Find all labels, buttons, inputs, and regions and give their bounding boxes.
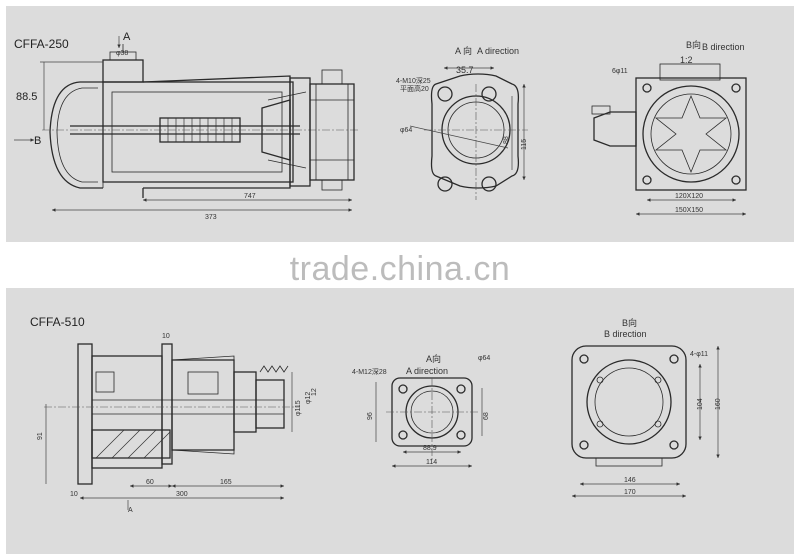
bot-dim-91: 91 <box>37 432 44 440</box>
top-a-title-en: A direction <box>477 46 519 56</box>
bot-b-title-en: B direction <box>604 329 647 339</box>
bot-b-dim-160: 160 <box>715 398 722 410</box>
top-marker-b: B <box>34 135 41 147</box>
top-dim-373: 373 <box>205 214 217 221</box>
divider-band <box>0 242 800 288</box>
top-b-dim-120: 120X120 <box>675 193 703 200</box>
bot-a-flange <box>386 377 478 460</box>
bot-a-dim-88-9: 88.9 <box>423 445 437 452</box>
top-b-face <box>591 63 747 191</box>
bot-a-dim-96: 96 <box>367 412 374 420</box>
bot-dim-165: 165 <box>220 479 232 486</box>
top-b-top-mark: 1:2 <box>680 55 693 65</box>
bot-b-title-cn: B向 <box>622 317 637 328</box>
model-title-cffa-510: CFFA-510 <box>30 315 85 329</box>
top-panel-cffa-250 <box>6 6 794 242</box>
top-a-flange <box>424 73 528 200</box>
top-b-title-cn: B向 <box>686 39 701 50</box>
top-b-dim-150: 150X150 <box>675 207 703 214</box>
top-height-label: 88.5 <box>16 91 37 103</box>
model-title-cffa-250: CFFA-250 <box>14 37 69 51</box>
bot-b-hole-note: 4-φ11 <box>690 351 708 358</box>
top-a-bolt-note: 4-M10深25 <box>396 76 431 85</box>
bot-phi-right2: φ12 <box>305 392 312 404</box>
bot-dim-300: 300 <box>176 491 188 498</box>
bot-a-dim-114: 114 <box>426 459 437 466</box>
bot-b-dim-146: 146 <box>624 477 636 484</box>
top-b-hole-note: 6φ11 <box>612 68 628 75</box>
bot-dim-60: 60 <box>146 479 154 486</box>
top-phi-38: φ38 <box>116 50 128 57</box>
top-a-dim-115: 115 <box>521 139 528 150</box>
top-dim-747: 747 <box>244 193 256 200</box>
bot-dim-10: 10 <box>162 333 170 340</box>
top-a-sub-note: 平面高20 <box>400 84 429 93</box>
bot-b-face <box>571 345 687 467</box>
bot-b-dim-170: 170 <box>624 489 636 496</box>
bot-marker-a: A <box>128 507 133 514</box>
bot-dim-right3: 12 <box>311 388 318 396</box>
top-a-dim-35-7: 35.7 <box>456 65 474 75</box>
bot-phi-right: φ115 <box>295 400 302 416</box>
top-a-title-cn: A 向 <box>455 45 472 56</box>
top-a-phi-64: φ64 <box>400 127 412 134</box>
bottom-panel-cffa-510 <box>6 288 794 554</box>
top-marker-a: A <box>123 31 131 43</box>
bot-a-phi-64: φ64 <box>478 355 490 362</box>
bot-b-dim-104: 104 <box>697 398 704 410</box>
cffa-510-side-view <box>44 343 300 485</box>
top-b-title-en: B direction <box>702 42 745 52</box>
bot-a-bolt-note: 4-M12深28 <box>352 367 387 376</box>
watermark-text: trade.china.cn <box>289 250 511 288</box>
bot-a-dim-68: 68 <box>483 412 490 420</box>
bot-a-title-cn: A向 <box>426 353 441 364</box>
cffa-250-side-view <box>42 44 358 198</box>
bot-a-title-en: A direction <box>406 366 448 376</box>
bot-dim-10-bottom: 10 <box>70 491 78 498</box>
top-a-dim-88: 88 <box>503 136 510 144</box>
